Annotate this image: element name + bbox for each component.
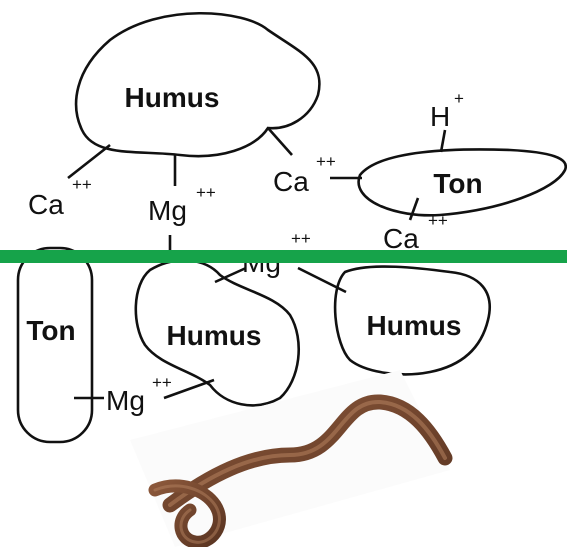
ton-label-left: Ton — [26, 315, 75, 346]
ion-h-charge: + — [454, 89, 464, 108]
ion-mg-charge-lower: ++ — [152, 373, 172, 392]
ion-ca-label-right: Ca — [383, 223, 419, 254]
ion-h-label: H — [430, 101, 450, 132]
ion-ca-charge-left: ++ — [72, 175, 92, 194]
ion-ca-charge-mid: ++ — [316, 152, 336, 171]
ion-mg-charge-center: ++ — [196, 183, 216, 202]
ion-mg-label-lower: Mg — [106, 385, 145, 416]
humus-label-lower-middle: Humus — [167, 320, 262, 351]
green-divider-bar — [0, 250, 567, 263]
ton-label-top-right: Ton — [433, 168, 482, 199]
ion-ca-label-left: Ca — [28, 189, 64, 220]
bond-ton-ca-right — [410, 198, 418, 220]
bond-humus-ca-left — [68, 145, 110, 178]
humus-label-lower-right: Humus — [367, 310, 462, 341]
bond-h-ton — [441, 130, 445, 152]
ion-ca-charge-right: ++ — [428, 211, 448, 230]
bond-humus-ca-mid — [268, 128, 292, 155]
ion-mg-label-center: Mg — [148, 195, 187, 226]
earthworm-image — [130, 370, 450, 547]
ion-ca-label-mid: Ca — [273, 166, 309, 197]
ion-mg-charge-right: ++ — [291, 229, 311, 248]
humus-label-top: Humus — [125, 82, 220, 113]
